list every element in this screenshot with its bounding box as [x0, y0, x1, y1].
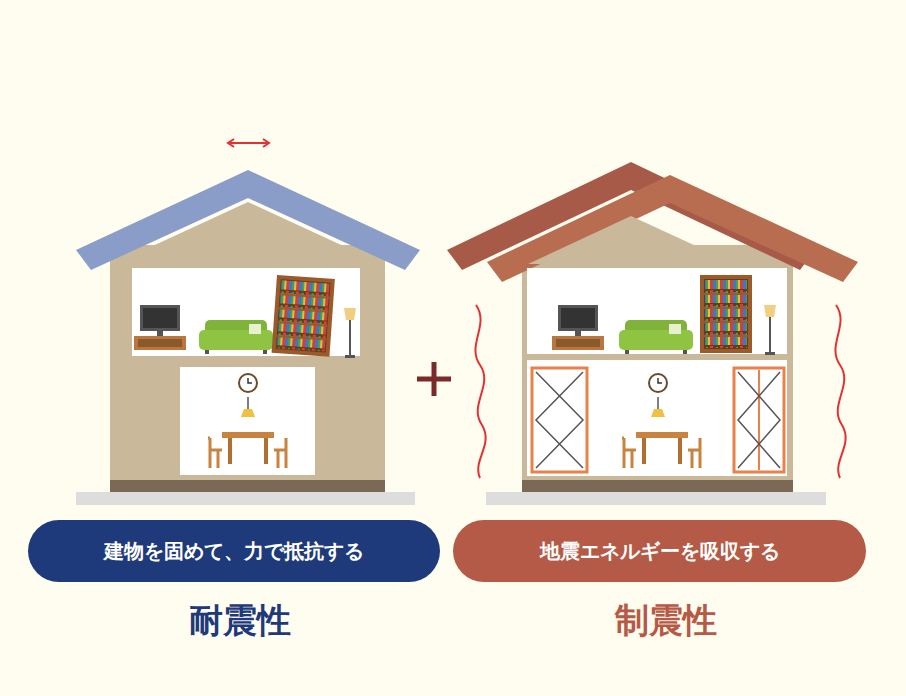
heading-label: 耐震性 [90, 598, 390, 644]
band-text: 建物を固めて、力で抵抗する [104, 538, 364, 565]
heading-label: 制震性 [516, 598, 816, 644]
band-text: 地震エネルギーを吸収する [540, 538, 780, 565]
text-band: 地震エネルギーを吸収する [453, 520, 866, 582]
text-band: 建物を固めて、力で抵抗する [28, 520, 440, 582]
